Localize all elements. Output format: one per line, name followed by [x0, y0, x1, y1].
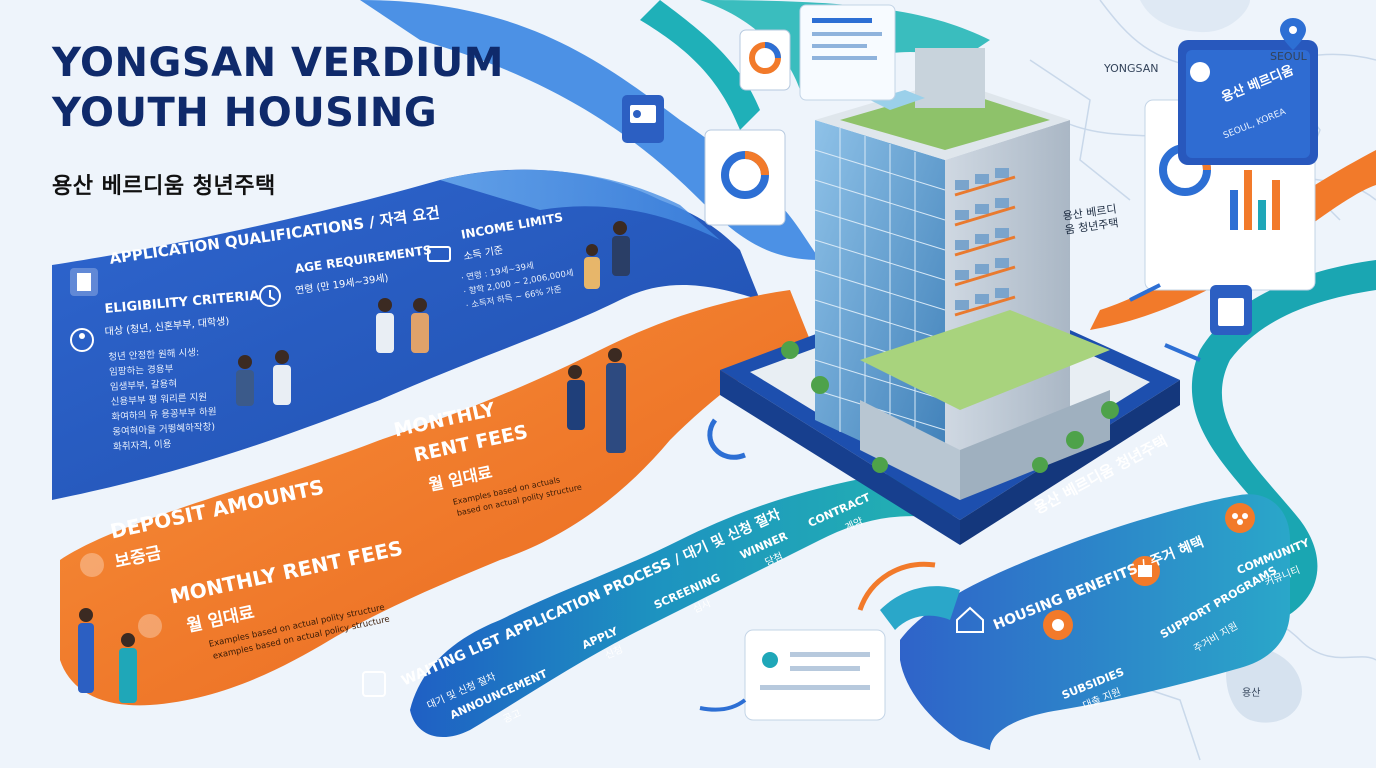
contract-document-card	[744, 629, 886, 721]
clock-icon	[259, 285, 281, 307]
eligibility-list: 청년 안정한 원해 시생: 임팡하는 경용부 임생부부, 갈용혀 신용부부 평 …	[108, 344, 219, 454]
money-icon	[427, 246, 451, 262]
people-illustration-3	[584, 221, 630, 289]
page-title-line2: YOUTH HOUSING	[52, 90, 438, 136]
map-pin-icon	[1280, 18, 1306, 50]
id-card-icon	[622, 95, 664, 143]
people-illustration-5	[78, 608, 137, 703]
map-label-yongsan: YONGSAN	[1104, 62, 1159, 75]
rent-doc-icon	[138, 614, 162, 638]
curve-arrow-orange	[857, 561, 936, 611]
map-label-seoul: SEOUL	[1270, 50, 1307, 63]
curve-arrow	[707, 418, 746, 460]
benefits-ribbon	[900, 494, 1290, 750]
person-icon	[70, 328, 94, 352]
map-label-district: 용산	[1242, 688, 1261, 699]
announcement-doc-icon	[362, 671, 386, 697]
process-ribbon	[410, 473, 960, 738]
qualifications-ribbon	[52, 169, 760, 500]
house-icon	[956, 606, 984, 633]
hand-coin-icon	[1043, 610, 1073, 640]
people-illustration-4	[567, 348, 626, 453]
page-title-korean: 용산 베르디움 청년주택	[52, 174, 276, 199]
people-illustration-2	[376, 298, 429, 353]
donut-chart-card-2	[704, 129, 786, 226]
people-illustration-1	[236, 350, 291, 406]
calendar-icon	[1210, 285, 1252, 335]
coin-stack-icon	[80, 553, 104, 577]
building-illustration	[781, 48, 1119, 500]
text-lines-card	[799, 4, 896, 101]
right-teal-ribbon	[1191, 260, 1376, 620]
page-title-line1: YONGSAN VERDIUM	[52, 40, 504, 86]
location-card	[1178, 40, 1318, 165]
clipboard-icon	[70, 268, 98, 296]
community-icon	[1225, 503, 1255, 533]
donut-chart-card	[739, 29, 791, 91]
support-icon	[1130, 556, 1160, 586]
